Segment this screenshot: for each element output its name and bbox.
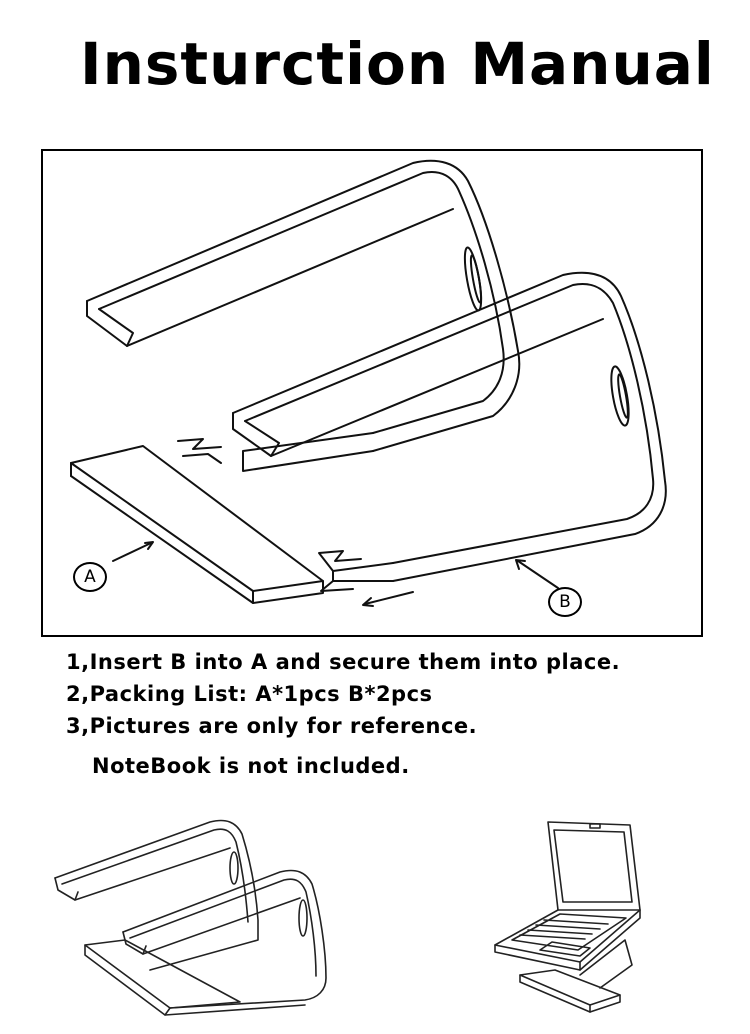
- front-side-piece: [177, 271, 667, 592]
- insert-direction-head: [362, 597, 374, 607]
- instruction-step-3-note: NoteBook is not included.: [92, 754, 410, 778]
- back-side-piece: [86, 159, 521, 472]
- pointer-b-arrow: [517, 560, 559, 589]
- laptop-on-stand-icon: [494, 821, 641, 1013]
- illustrations-row: [54, 819, 641, 1016]
- instruction-step-1: 1,Insert B into A and secure them into p…: [66, 650, 621, 674]
- pointer-a-head: [144, 541, 154, 550]
- instruction-step-2: 2,Packing List: A*1pcs B*2pcs: [66, 682, 433, 706]
- label-b: B: [548, 587, 582, 617]
- instruction-step-3: 3,Pictures are only for reference.: [66, 714, 478, 738]
- label-a: A: [73, 562, 107, 592]
- insert-direction-arrow: [364, 591, 414, 605]
- pointer-b-head: [515, 559, 526, 570]
- instruction-list: 1,Insert B into A and secure them into p…: [66, 646, 620, 782]
- assembled-stand-icon: [54, 819, 327, 1016]
- assembly-diagram-frame: A B: [41, 149, 703, 637]
- assembly-diagram: [70, 159, 667, 607]
- base-plate: [70, 445, 324, 604]
- page-title: Insturction Manual: [80, 30, 715, 98]
- pointer-a-arrow: [112, 542, 152, 562]
